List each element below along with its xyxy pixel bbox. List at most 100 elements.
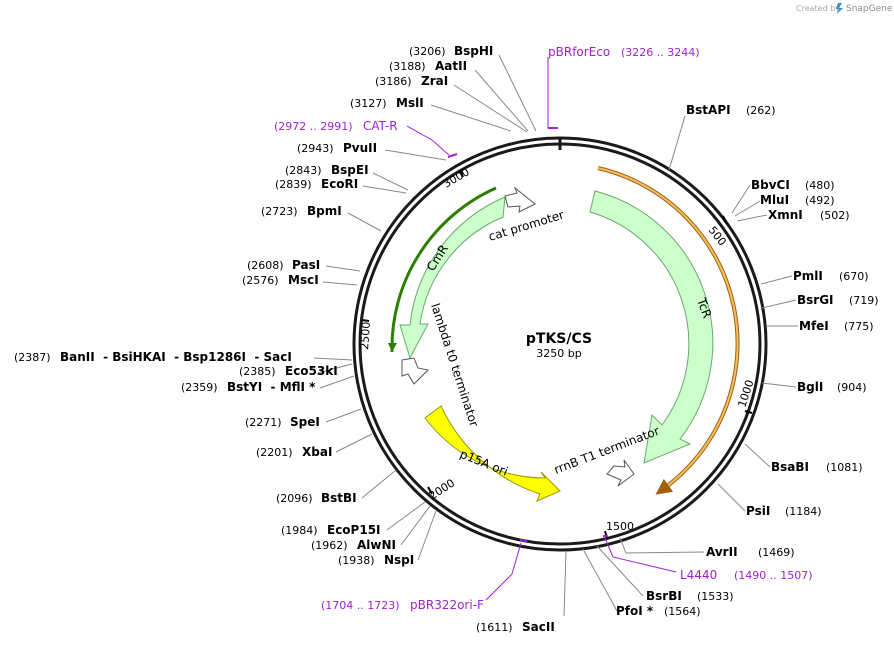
- pasi-leader: [325, 265, 361, 272]
- spei-position: (2271): [245, 416, 282, 429]
- bpmi-position: (2723): [261, 205, 298, 218]
- pmli-leader: [760, 275, 793, 285]
- psii-leader: [717, 483, 746, 512]
- pbrforeco-name: pBRforEco: [548, 45, 610, 59]
- bgli-leader: [761, 382, 797, 388]
- tick-2000: [427, 486, 433, 495]
- pmli-position: (670): [839, 270, 869, 283]
- bsrgi-leader: [761, 299, 797, 309]
- tick-label-1500: 1500: [606, 520, 634, 533]
- bsphi-name: BspHI: [454, 44, 493, 58]
- rrnb-t1-terminator-label: rrnB T1 terminator: [552, 424, 661, 477]
- eco53ki-leader: [317, 363, 353, 374]
- pfoi-leader: [582, 548, 618, 612]
- bsphi-leader: [498, 54, 537, 132]
- pvuii-position: (2943): [297, 142, 334, 155]
- nspi-leader: [417, 510, 437, 561]
- p15a-ori-label: p15A ori: [458, 447, 510, 479]
- msli-position: (3127): [350, 97, 387, 110]
- mfei-name: MfeI: [799, 319, 829, 333]
- pbr322ori-f-name: pBR322ori-F: [410, 598, 484, 612]
- tick-1000: [744, 410, 753, 414]
- credit-brand: SnapGene: [846, 4, 893, 14]
- zrai-position: (3186): [375, 75, 412, 88]
- xbai-name: XbaI: [302, 445, 332, 459]
- banii-group-names: BanII - BsiHKAI - Bsp1286I - SacI: [60, 350, 292, 364]
- bstapi-position: (262): [746, 104, 776, 117]
- xbai-position: (2201): [256, 446, 293, 459]
- pbr322ori-f-range: (1704 .. 1723): [321, 599, 400, 612]
- credit-prefix: Created by: [796, 4, 840, 13]
- bsabi-leader: [744, 443, 771, 468]
- ecop15i-leader: [386, 501, 426, 531]
- bstbi-position: (2096): [276, 492, 313, 505]
- primer-labels: pBRforEco (3226 .. 3244) (2972 .. 2991) …: [274, 45, 813, 612]
- pbr322ori-f-leader: [485, 542, 522, 601]
- psii-name: PsiI: [746, 504, 770, 518]
- bpmi-name: BpmI: [307, 204, 342, 218]
- tick-label-3000: 3000: [441, 165, 472, 190]
- bgli-position: (904): [837, 381, 867, 394]
- bstapi-name: BstAPI: [686, 103, 731, 117]
- eco53ki-name: Eco53kI: [285, 364, 338, 378]
- sacii-position: (1611): [476, 621, 513, 634]
- aatii-position: (3188): [389, 60, 426, 73]
- tick-3000: [459, 169, 464, 178]
- bbvci-position: (480): [805, 179, 835, 192]
- cat-r-name: CAT-R: [363, 119, 398, 133]
- cat-r-mark: [447, 153, 458, 158]
- cmr-outer-line: [390, 186, 497, 353]
- cmr-outer-arrowhead: [388, 343, 397, 352]
- tcr-arrow: [589, 190, 714, 464]
- bbvci-leader: [731, 184, 751, 214]
- cat-promoter-arrow: [504, 186, 536, 213]
- bstyi-group-position: (2359): [181, 381, 218, 394]
- lambda-t0-terminator-arrow: [401, 357, 430, 385]
- alwni-name: AlwNI: [357, 538, 396, 552]
- xmni-name: XmnI: [768, 208, 803, 222]
- nspi-name: NspI: [384, 553, 414, 567]
- plasmid-name: pTKS/CS: [526, 331, 592, 347]
- bstyi-leader: [319, 375, 355, 389]
- xmni-position: (502): [820, 209, 850, 222]
- plasmid-length: 3250 bp: [536, 347, 581, 360]
- pfoi-position: (1564): [664, 605, 701, 618]
- pasi-position: (2608): [247, 259, 284, 272]
- tick-500: [722, 215, 728, 225]
- zrai-name: ZraI: [421, 74, 448, 88]
- site-leader-lines: [313, 54, 798, 617]
- l4440-name: L4440: [680, 568, 717, 582]
- banii-group-position: (2387): [14, 351, 51, 364]
- bspei-position: (2843): [285, 164, 322, 177]
- msli-leader: [430, 104, 512, 132]
- nspi-position: (1938): [338, 554, 375, 567]
- avrii-position: (1469): [758, 546, 795, 559]
- avrii-name: AvrII: [706, 545, 738, 559]
- tick-2500: [361, 319, 370, 322]
- mlui-position: (492): [805, 194, 835, 207]
- zrai-leader: [453, 84, 528, 133]
- cat-r-leader: [406, 125, 450, 156]
- tick-label-2000: 2000: [427, 476, 458, 502]
- primer-marks: [406, 57, 677, 601]
- aatii-leader: [474, 69, 529, 132]
- pvuii-name: PvuII: [343, 141, 377, 155]
- msci-name: MscI: [288, 273, 319, 287]
- cat-r-range: (2972 .. 2991): [274, 120, 353, 133]
- snapgene-logo-icon: [836, 3, 843, 14]
- alwni-position: (1962): [311, 539, 348, 552]
- bspei-name: BspEI: [331, 163, 369, 177]
- bstyi-group-names: BstYI - MflI *: [227, 380, 316, 394]
- pvuii-leader: [384, 149, 447, 161]
- bsabi-position: (1081): [826, 461, 863, 474]
- pbrforeco-leader: [547, 57, 552, 129]
- aatii-name: AatII: [435, 59, 467, 73]
- msci-leader: [322, 281, 358, 286]
- msli-name: MslI: [396, 96, 424, 110]
- ecori-name: EcoRI: [321, 177, 358, 191]
- bgli-name: BglI: [797, 380, 823, 394]
- spei-name: SpeI: [290, 415, 320, 429]
- rrnb-t1-terminator-arrow: [606, 459, 635, 487]
- ecop15i-position: (1984): [281, 524, 318, 537]
